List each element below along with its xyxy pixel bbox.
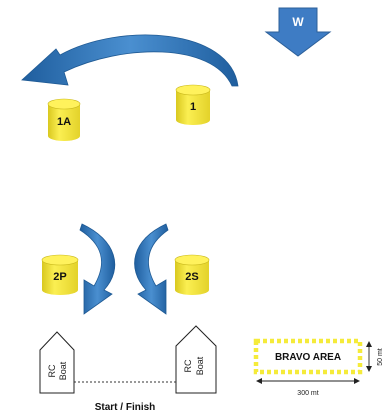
rounding-arrow-to-2p (79, 223, 116, 315)
bravo-area: BRAVO AREA 300 mt 50 mt (253, 338, 384, 397)
rc-boat-left-line1: RC (47, 364, 57, 377)
buoy-1a-label: 1A (57, 116, 71, 128)
buoy-1a: 1A (47, 98, 81, 141)
bravo-width-label: 300 mt (297, 390, 318, 397)
rounding-arrow-1-to-1a (21, 34, 239, 87)
bravo-height-label: 50 mt (377, 348, 384, 366)
buoy-2s: 2S (174, 254, 210, 295)
rc-boat-right: RC Boat (175, 325, 217, 394)
bravo-height-dimension (366, 341, 372, 372)
rounding-arrow-to-2s (134, 223, 169, 315)
buoy-1: 1 (175, 84, 211, 125)
wind-arrow: W (264, 7, 332, 57)
buoy-2p-label: 2P (53, 271, 66, 283)
rc-boat-left-line2: Boat (58, 361, 68, 380)
rc-boat-left: RC Boat (39, 331, 75, 394)
wind-label: W (292, 15, 304, 29)
buoy-2s-label: 2S (185, 271, 198, 283)
buoy-2p: 2P (41, 254, 79, 295)
buoy-1-label: 1 (190, 101, 196, 113)
bravo-width-dimension (256, 378, 360, 384)
rc-boat-right-line2: Boat (195, 356, 205, 375)
start-finish-label: Start / Finish (95, 402, 156, 413)
bravo-area-label: BRAVO AREA (275, 352, 341, 363)
rc-boat-right-line1: RC (183, 359, 193, 372)
